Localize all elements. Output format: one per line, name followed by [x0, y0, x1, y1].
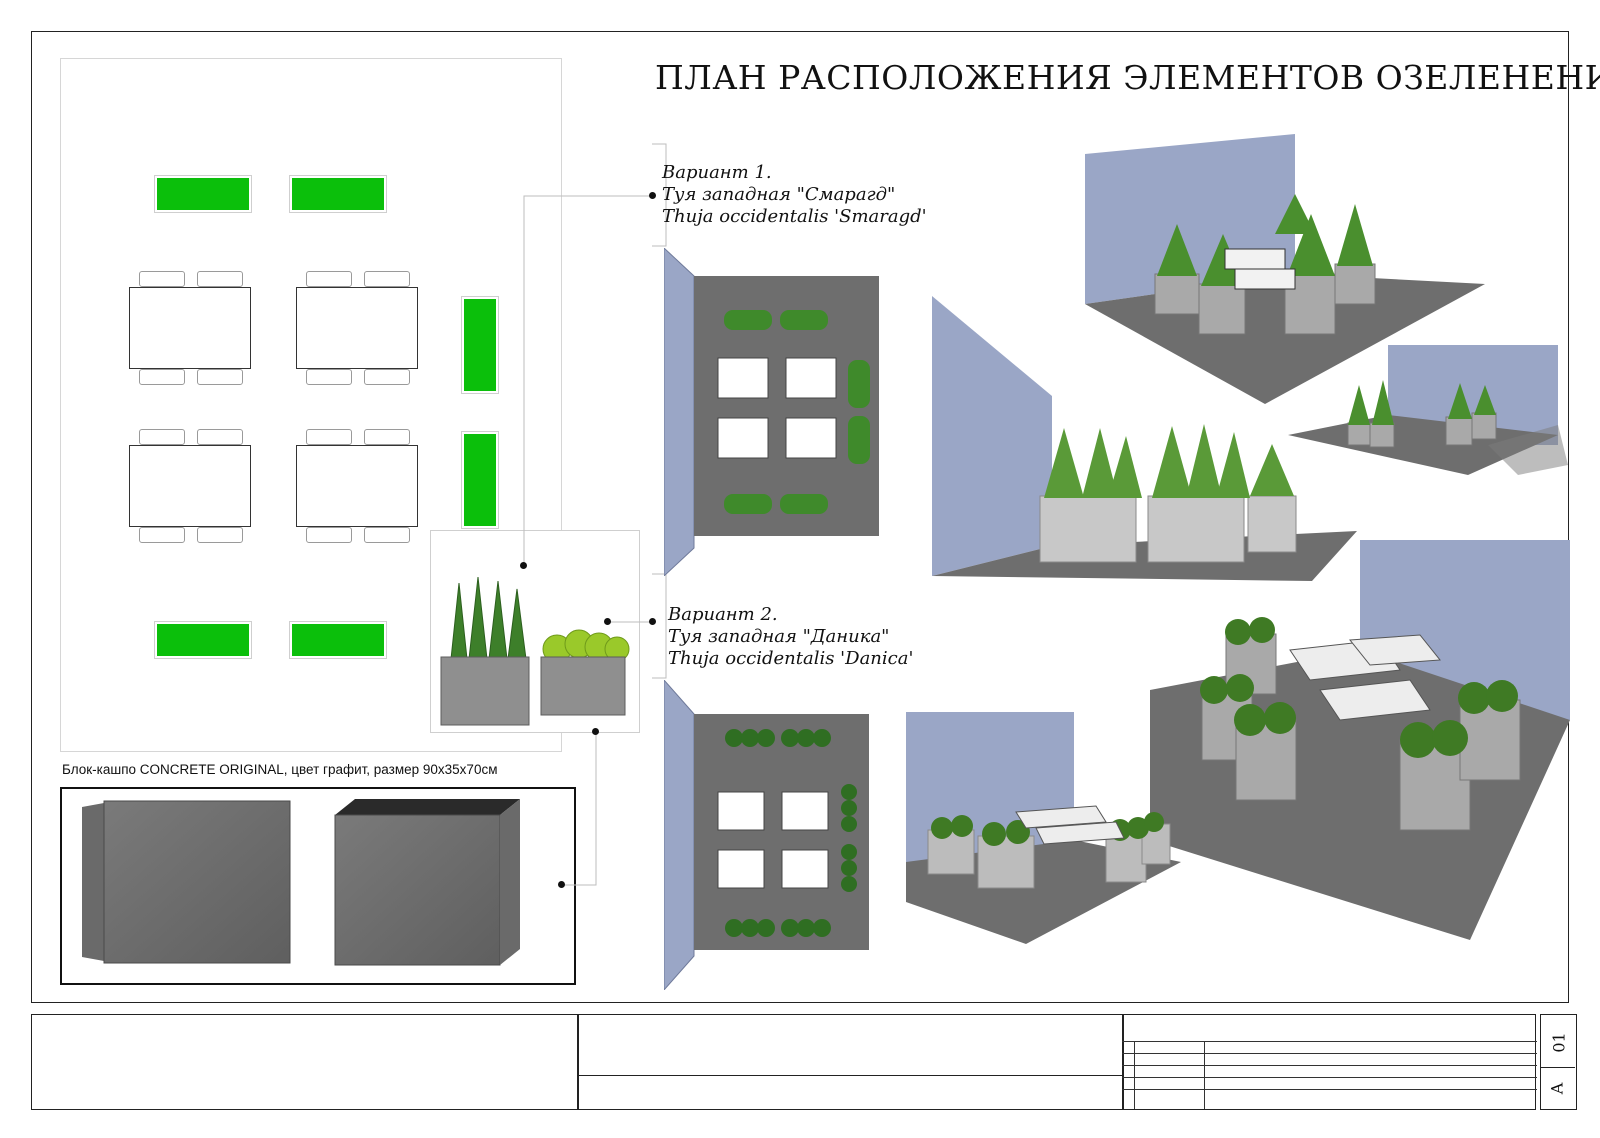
render-variant-2-perspective — [1150, 540, 1570, 940]
chair — [139, 527, 185, 543]
sheet-number: 01 — [1549, 1032, 1569, 1053]
render-variant-1-small — [1288, 345, 1568, 475]
revision-grid — [1122, 1041, 1537, 1109]
chair — [364, 271, 410, 287]
title-block-divider — [577, 1015, 579, 1109]
render-variant-1-front — [932, 296, 1357, 581]
sheet-title: ПЛАН РАСПОЛОЖЕНИЯ ЭЛЕМЕНТОВ ОЗЕЛЕНЕНИЯ — [655, 58, 1600, 97]
sheet-frame — [31, 31, 1569, 1003]
planter-top-left — [154, 175, 252, 213]
chair — [197, 271, 243, 287]
chair — [306, 271, 352, 287]
render-variant-1-perspective — [1085, 134, 1485, 404]
variant-2-latin-name: Thuja occidentalis 'Danica' — [668, 648, 914, 669]
variant-1-common-name: Туя западная "Смарагд" — [662, 184, 896, 205]
chair — [364, 429, 410, 445]
leader-dot — [520, 562, 527, 569]
chair — [306, 527, 352, 543]
title-block — [31, 1014, 1537, 1110]
variant-2-label: Вариант 2. Туя западная "Даника" Thuja o… — [668, 604, 913, 670]
chair — [364, 369, 410, 385]
sheet-format: A — [1547, 1082, 1567, 1095]
chair — [139, 369, 185, 385]
leader-dot — [649, 192, 656, 199]
thuja-planters-illustration — [440, 576, 630, 726]
planter-bottom-right — [289, 621, 387, 659]
variant-1-title: Вариант 1. — [662, 162, 772, 183]
chair — [364, 527, 410, 543]
table — [129, 445, 251, 527]
variant-1-top-view — [664, 248, 879, 576]
leader-dot — [649, 618, 656, 625]
leader-dot — [604, 618, 611, 625]
chair — [306, 429, 352, 445]
concrete-planter-illustration — [82, 799, 520, 966]
render-variant-2-side — [906, 712, 1181, 944]
leader-dot — [558, 881, 565, 888]
variant-2-common-name: Туя западная "Даника" — [668, 626, 890, 647]
planter-top-right — [289, 175, 387, 213]
chair — [197, 369, 243, 385]
variant-2-title: Вариант 2. — [668, 604, 778, 625]
planter-bottom-left — [154, 621, 252, 659]
chair — [306, 369, 352, 385]
table — [296, 287, 418, 369]
planter-caption: Блок-кашпо CONCRETE ORIGINAL, цвет графи… — [62, 762, 498, 777]
chair — [197, 527, 243, 543]
chair — [139, 429, 185, 445]
planter-side-lower — [461, 431, 499, 529]
table — [129, 287, 251, 369]
thuja-photo-inset — [430, 530, 640, 733]
chair — [139, 271, 185, 287]
concrete-planter-photo — [60, 787, 576, 985]
variant-2-top-view — [664, 680, 869, 990]
sheet-number-block: 01 A — [1540, 1014, 1577, 1110]
leader-dot — [592, 728, 599, 735]
variant-1-label: Вариант 1. Туя западная "Смарагд" Thuja … — [662, 162, 927, 228]
table — [296, 445, 418, 527]
planter-side-upper — [461, 296, 499, 394]
title-block-divider — [1122, 1015, 1124, 1109]
variant-1-latin-name: Thuja occidentalis 'Smaragd' — [662, 206, 927, 227]
title-block-divider — [577, 1075, 1122, 1076]
chair — [197, 429, 243, 445]
floor-plan — [60, 58, 562, 752]
